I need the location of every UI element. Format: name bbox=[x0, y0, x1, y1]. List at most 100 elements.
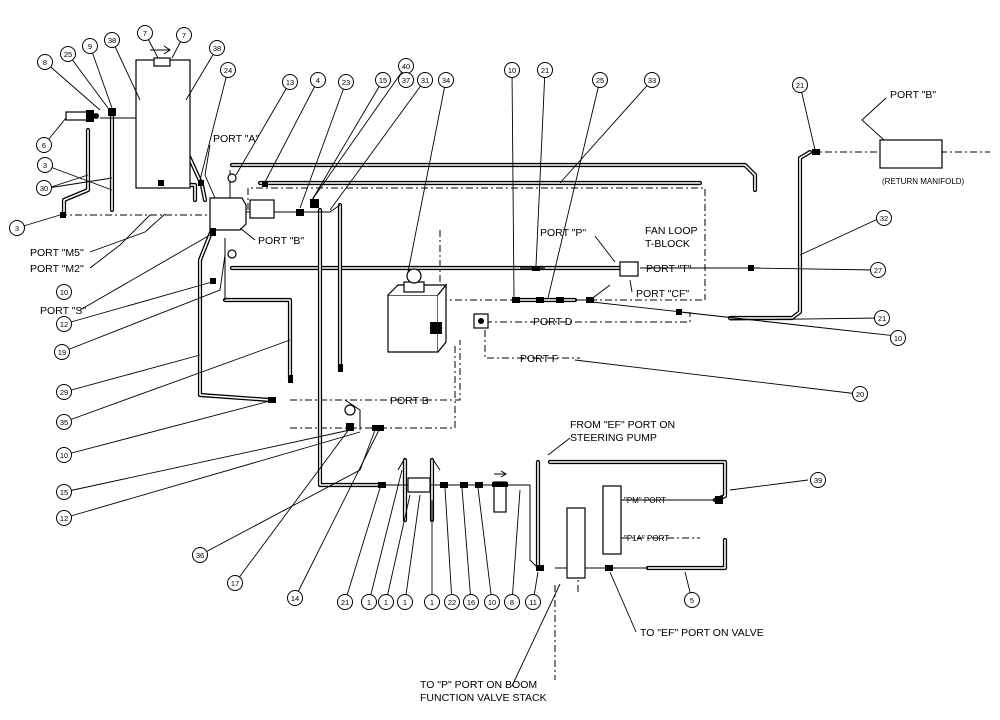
label-port-m2: PORT "M2" bbox=[30, 263, 84, 275]
callout-circle bbox=[504, 594, 520, 610]
callout-c20: 20 bbox=[852, 386, 868, 402]
callout-circle bbox=[876, 210, 892, 226]
label-return-manifold: (RETURN MANIFOLD) bbox=[882, 177, 965, 186]
callout-number: 10 bbox=[508, 66, 516, 75]
callout-circle bbox=[810, 472, 826, 488]
callout-number: 30 bbox=[40, 184, 48, 193]
callout-number: 17 bbox=[231, 579, 239, 588]
callout-c15a: 15 bbox=[375, 72, 391, 88]
callout-circle bbox=[56, 510, 72, 526]
callout-number: 8 bbox=[510, 598, 514, 607]
callout-circle bbox=[375, 72, 391, 88]
callout-number: 24 bbox=[224, 66, 232, 75]
callout-circle bbox=[424, 594, 440, 610]
label-port-b-pump: PORT "B" bbox=[258, 235, 304, 247]
label-to-p-1: TO "P" PORT ON BOOM bbox=[420, 679, 537, 691]
callout-number: 25 bbox=[64, 50, 72, 59]
port-labels: PORT "A" PORT "B" PORT "M5" PORT "M2" PO… bbox=[30, 89, 965, 704]
callout-c17: 17 bbox=[227, 575, 243, 591]
callout-number: 33 bbox=[648, 76, 656, 85]
callout-c32: 32 bbox=[876, 210, 892, 226]
callout-circle bbox=[9, 220, 25, 236]
callout-number: 9 bbox=[88, 42, 92, 51]
label-return-port-b: PORT "B" bbox=[890, 89, 936, 101]
callout-number: 12 bbox=[60, 514, 68, 523]
callout-c13: 13 bbox=[282, 74, 298, 90]
label-port-a: PORT "A" bbox=[213, 133, 259, 145]
callout-c33: 33 bbox=[644, 72, 660, 88]
callout-c23: 23 bbox=[338, 74, 354, 90]
boom-valve-stack bbox=[566, 485, 622, 579]
callout-number: 16 bbox=[467, 598, 475, 607]
callout-leaders bbox=[16, 32, 897, 603]
callout-c12a: 12 bbox=[56, 316, 72, 332]
callout-c1c: 1 bbox=[397, 594, 413, 610]
callout-circle bbox=[56, 284, 72, 300]
callout-number: 10 bbox=[894, 334, 902, 343]
callout-number: 12 bbox=[60, 320, 68, 329]
callout-circle bbox=[417, 72, 433, 88]
callout-circle bbox=[282, 74, 298, 90]
callout-number: 10 bbox=[60, 451, 68, 460]
callout-c1d: 1 bbox=[424, 594, 440, 610]
callout-c16: 16 bbox=[463, 594, 479, 610]
callout-number: 6 bbox=[42, 141, 46, 150]
callout-c1b: 1 bbox=[378, 594, 394, 610]
callout-number: 34 bbox=[442, 76, 450, 85]
callout-number: 38 bbox=[108, 36, 116, 45]
callout-number: 21 bbox=[341, 598, 349, 607]
callout-c12b: 12 bbox=[56, 510, 72, 526]
callout-c7b: 7 bbox=[176, 27, 192, 43]
callout-circle bbox=[287, 590, 303, 606]
callout-c25a: 25 bbox=[60, 46, 76, 62]
callout-number: 29 bbox=[60, 388, 68, 397]
return-manifold bbox=[879, 139, 943, 169]
callout-c14: 14 bbox=[287, 590, 303, 606]
callout-c34: 34 bbox=[438, 72, 454, 88]
callout-number: 20 bbox=[856, 390, 864, 399]
callout-number: 1 bbox=[384, 598, 388, 607]
fan-reservoir bbox=[387, 268, 448, 353]
breather-filter bbox=[65, 110, 99, 122]
callout-c21a: 21 bbox=[537, 62, 553, 78]
callout-circle bbox=[463, 594, 479, 610]
callout-circle bbox=[852, 386, 868, 402]
callout-number: 21 bbox=[878, 314, 886, 323]
callout-number: 11 bbox=[529, 598, 537, 607]
callout-circle bbox=[209, 40, 225, 56]
callout-c11: 11 bbox=[525, 594, 541, 610]
callout-number: 21 bbox=[796, 81, 804, 90]
label-leaders bbox=[79, 97, 887, 687]
callout-c19: 19 bbox=[54, 344, 70, 360]
callout-c8b: 8 bbox=[504, 594, 520, 610]
callout-circle bbox=[104, 32, 120, 48]
callout-c29: 29 bbox=[56, 384, 72, 400]
callout-circle bbox=[137, 25, 153, 41]
callout-number: 4 bbox=[316, 76, 320, 85]
callout-circle bbox=[82, 38, 98, 54]
callout-number: 25 bbox=[596, 76, 604, 85]
label-port-t: PORT "T" bbox=[646, 263, 692, 275]
callout-number: 21 bbox=[541, 66, 549, 75]
callout-number: 13 bbox=[286, 78, 294, 87]
callout-number: 10 bbox=[488, 598, 496, 607]
callout-c21b: 21 bbox=[792, 77, 808, 93]
callout-circle bbox=[484, 594, 500, 610]
label-port-cf: PORT "CF" bbox=[636, 288, 689, 300]
callout-circle bbox=[890, 330, 906, 346]
callout-c38a: 38 bbox=[104, 32, 120, 48]
callout-circle bbox=[525, 594, 541, 610]
callout-number: 32 bbox=[880, 214, 888, 223]
callout-circle bbox=[870, 262, 886, 278]
label-fan-loop-1: FAN LOOP bbox=[645, 225, 698, 237]
label-port-d: PORT D bbox=[533, 316, 573, 328]
inline-filter bbox=[492, 470, 508, 513]
callout-c9: 9 bbox=[82, 38, 98, 54]
callout-number: 1 bbox=[430, 598, 434, 607]
callout-c31: 31 bbox=[417, 72, 433, 88]
callout-c21c: 21 bbox=[874, 310, 890, 326]
callout-circle bbox=[56, 447, 72, 463]
callout-number: 22 bbox=[448, 598, 456, 607]
inline-manifold bbox=[397, 457, 441, 493]
